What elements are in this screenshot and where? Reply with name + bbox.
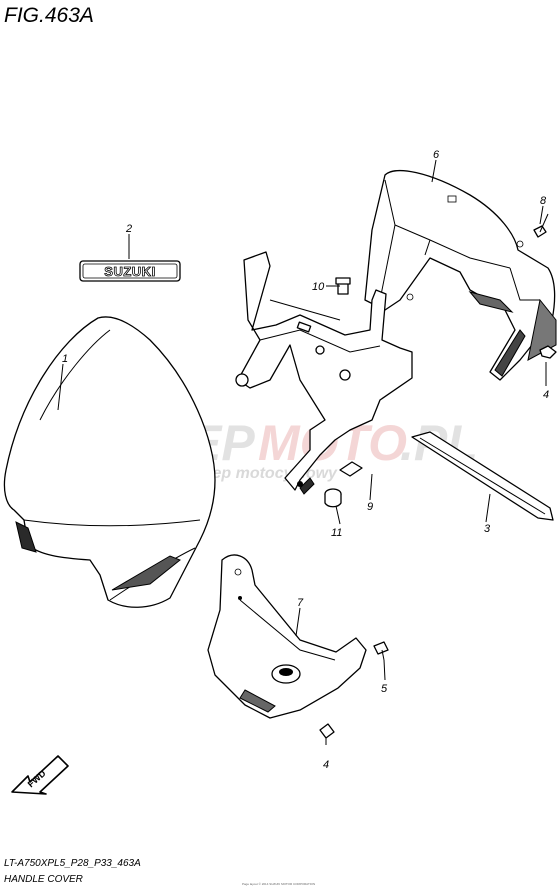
part-4-nut-lower (319, 723, 335, 739)
part-11-cushion (324, 488, 342, 508)
part-1-handle-cover (3, 316, 216, 608)
part-7-lower-cover (207, 554, 367, 719)
leader-lines (57, 159, 547, 745)
part-2-emblem: SUZUKI (79, 260, 181, 282)
figure-caption: HANDLE COVER (4, 874, 83, 885)
callout-4-lower: 4 (323, 759, 329, 771)
callout-4-upper: 4 (543, 389, 549, 401)
callout-1: 1 (62, 353, 68, 365)
callout-9: 9 (367, 501, 373, 513)
emblem-text: SUZUKI (104, 264, 155, 279)
part-4-nut-upper (539, 345, 557, 359)
part-5-screw (373, 641, 389, 661)
callout-8: 8 (540, 195, 547, 207)
part-10-bolt (335, 277, 351, 295)
fine-print: Page layout © 2014 SUZUKI MOTOR CORPORAT… (242, 882, 316, 886)
callout-7: 7 (297, 597, 304, 609)
callout-2: 2 (125, 223, 132, 235)
model-code: LT-A750XPL5_P28_P33_463A (4, 858, 141, 869)
part-3-seal (411, 431, 554, 521)
callout-3: 3 (484, 523, 491, 535)
fwd-arrow: FWD (11, 755, 69, 795)
callout-numbers: 1 2 3 4 4 5 6 7 8 9 10 11 (62, 149, 549, 771)
callout-5: 5 (381, 683, 388, 695)
callout-10: 10 (312, 281, 325, 293)
callout-11: 11 (331, 527, 342, 539)
part-6-upper-cover (364, 169, 557, 381)
figure-title: FIG.463A (4, 4, 94, 27)
part-9-bracket (235, 251, 413, 495)
callout-6: 6 (433, 149, 440, 161)
part-8-screw (533, 213, 549, 238)
